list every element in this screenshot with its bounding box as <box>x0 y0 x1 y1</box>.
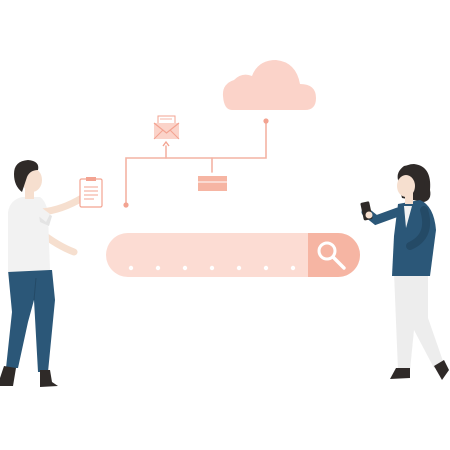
placeholder-dot <box>155 265 161 271</box>
man-figure <box>0 160 103 387</box>
man-trousers <box>6 270 55 372</box>
placeholder-dot <box>263 265 269 271</box>
man-hair <box>14 160 39 192</box>
placeholder-dot <box>182 265 188 271</box>
search-bar <box>106 233 360 277</box>
placeholder-dot <box>128 265 134 271</box>
placeholder-dot <box>290 265 296 271</box>
connector-node-left <box>123 202 129 208</box>
server-box-icon <box>198 176 227 191</box>
woman-shoe-right <box>434 360 449 380</box>
connector-arrow-mail <box>162 140 170 147</box>
man-shirt <box>8 197 50 272</box>
search-placeholder-dots <box>128 265 296 271</box>
clipboard-icon <box>79 177 103 208</box>
woman-hair <box>397 165 425 196</box>
woman-figure <box>360 164 449 380</box>
man-shoe-left <box>0 366 16 386</box>
woman-shoe-left <box>390 368 410 379</box>
woman-face <box>397 175 415 197</box>
magnifier-icon <box>317 241 346 270</box>
woman-trousers <box>394 272 444 370</box>
cloud-icon <box>222 60 316 110</box>
network-connector-lines <box>125 121 267 206</box>
connector-node-cloud <box>263 118 269 124</box>
man-shoe-right <box>40 370 58 387</box>
placeholder-dot <box>209 265 215 271</box>
envelope-icon <box>153 115 180 140</box>
placeholder-dot <box>236 265 242 271</box>
